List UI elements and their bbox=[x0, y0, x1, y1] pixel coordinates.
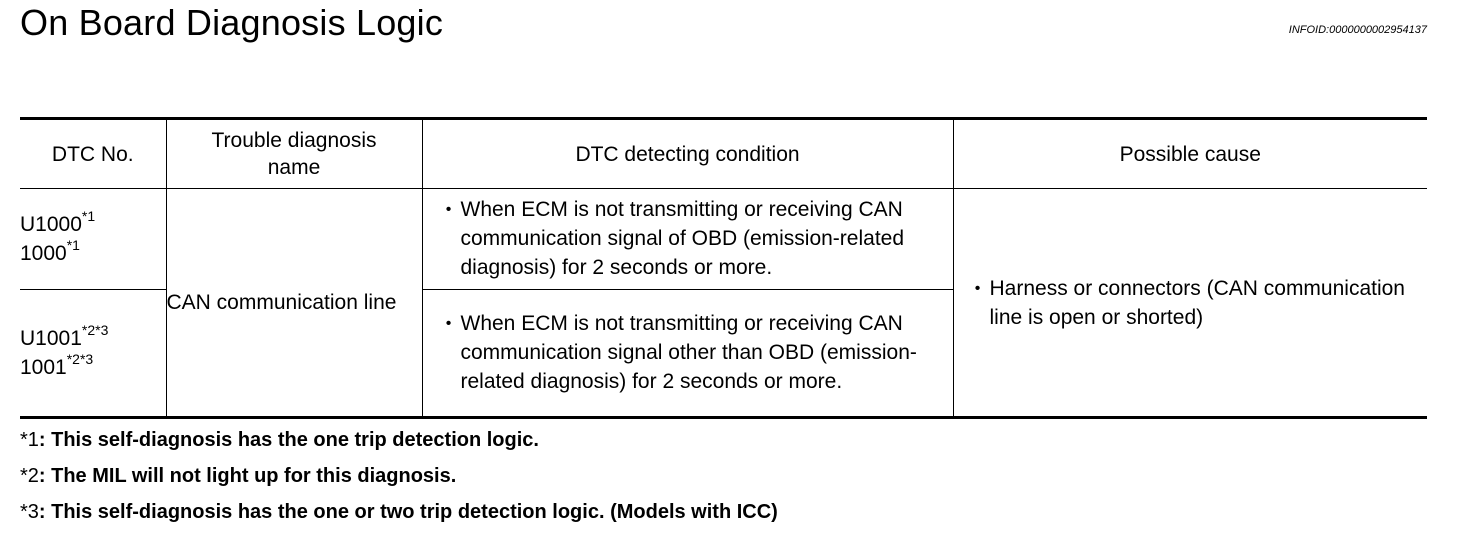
trouble-diagnosis-name: CAN communication line bbox=[165, 188, 423, 418]
footnote-2: *2: The MIL will not light up for this d… bbox=[20, 465, 457, 487]
possible-cause-cell: • Harness or connectors (CAN communicati… bbox=[952, 188, 1427, 418]
table-header-row: DTC No. Trouble diagnosis name DTC detec… bbox=[20, 118, 1427, 189]
dtc-code: 1000*1 bbox=[20, 237, 80, 265]
header-name-line1: Trouble diagnosis bbox=[211, 129, 377, 152]
bullet-icon: • bbox=[445, 314, 452, 332]
dtc-code: U1001*2*3 bbox=[20, 322, 109, 350]
header-possible-cause: Possible cause bbox=[952, 118, 1427, 189]
detecting-condition-cell: • When ECM is not transmitting or receiv… bbox=[421, 188, 954, 290]
table-row: U1000*1 1000*1 CAN communication line • … bbox=[20, 188, 1427, 418]
header-name-line2: name bbox=[267, 156, 321, 179]
dtc-code-cell: U1001*2*3 1001*2*3 bbox=[20, 289, 167, 418]
possible-cause: Harness or connectors (CAN communication… bbox=[989, 276, 1406, 329]
footnotes: *1: This self-diagnosis has the one trip… bbox=[20, 425, 778, 533]
detecting-condition: When ECM is not transmitting or receivin… bbox=[460, 197, 905, 279]
table-row: U1001*2*3 1001*2*3 • When ECM is not tra… bbox=[20, 289, 1427, 418]
header-dtc-no: DTC No. bbox=[20, 118, 167, 189]
dtc-table: DTC No. Trouble diagnosis name DTC detec… bbox=[20, 117, 1427, 419]
page-title: On Board Diagnosis Logic bbox=[20, 2, 444, 43]
info-id: INFOID:0000000002954137 bbox=[1288, 24, 1427, 36]
dtc-code-cell: U1000*1 1000*1 bbox=[20, 188, 167, 290]
bullet-icon: • bbox=[974, 279, 981, 297]
header-trouble-diagnosis-name: Trouble diagnosis name bbox=[165, 118, 423, 189]
header-detecting-condition: DTC detecting condition bbox=[421, 118, 954, 189]
footnote-1: *1: This self-diagnosis has the one trip… bbox=[20, 429, 539, 451]
footnote-3: *3: This self-diagnosis has the one or t… bbox=[20, 501, 778, 523]
bullet-icon: • bbox=[445, 200, 452, 218]
dtc-code: U1000*1 bbox=[20, 208, 96, 236]
detecting-condition-cell: • When ECM is not transmitting or receiv… bbox=[421, 289, 953, 418]
detecting-condition: When ECM is not transmitting or receivin… bbox=[460, 311, 917, 393]
dtc-code: 1001*2*3 bbox=[20, 351, 94, 379]
